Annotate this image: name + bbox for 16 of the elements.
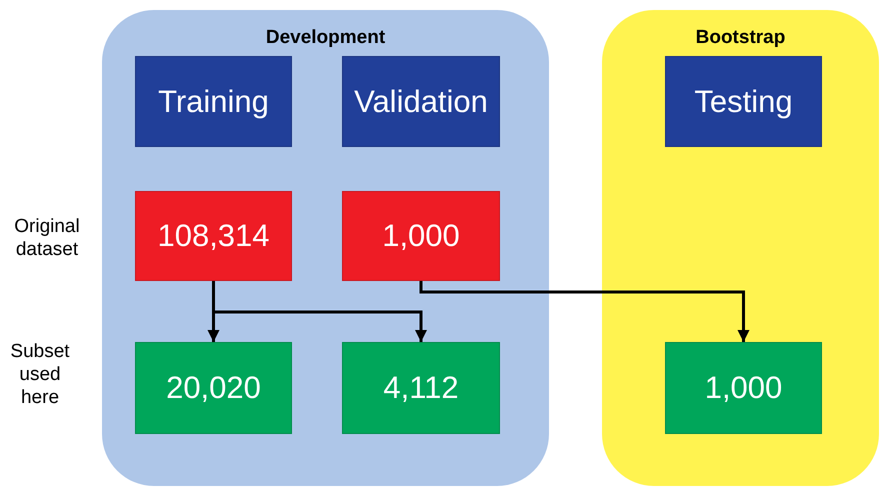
row-label: Original dataset: [13, 215, 81, 261]
data-box: Validation: [342, 56, 500, 147]
panel-title: Bootstrap: [694, 27, 786, 49]
arrow: [420, 281, 750, 342]
data-box: 4,112: [342, 342, 500, 434]
data-box: 20,020: [135, 342, 292, 434]
group-panel: [602, 10, 879, 486]
panel-title: Development: [264, 27, 386, 49]
arrow: [212, 281, 427, 342]
data-box: 1,000: [342, 191, 500, 281]
data-box: Training: [135, 56, 292, 147]
row-label: Subset used here: [9, 340, 71, 409]
data-box: 1,000: [665, 342, 822, 434]
group-panel: [102, 10, 549, 486]
data-box: Testing: [665, 56, 822, 147]
data-box: 108,314: [135, 191, 292, 281]
